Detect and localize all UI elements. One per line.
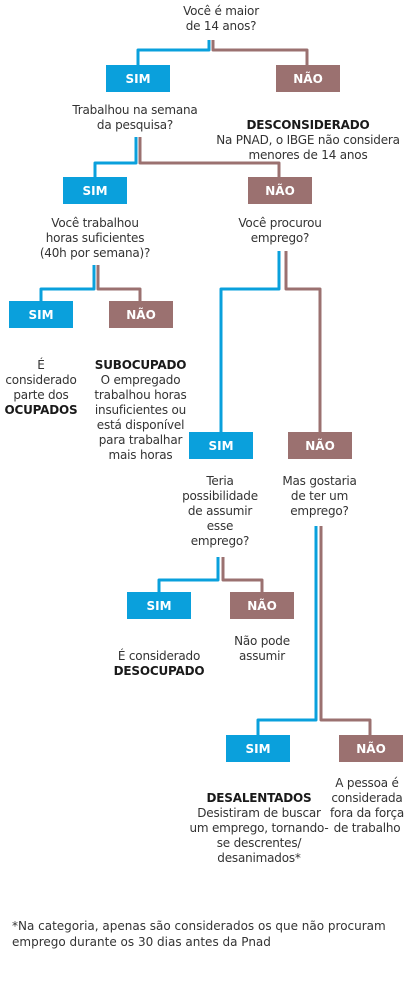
answer-sim-horas: SIM bbox=[9, 301, 73, 328]
outcome-desocupado-text: É considerado bbox=[117, 649, 201, 663]
outcome-fora-forca-trabalho: A pessoa é considerada fora da força de … bbox=[329, 776, 404, 835]
question-possibilidade: Teria possibilidade de assumir esse empr… bbox=[182, 474, 258, 548]
outcome-ocupados-title: OCUPADOS bbox=[4, 403, 78, 417]
outcome-desconsiderado-text: Na PNAD, o IBGE não considera menores de… bbox=[216, 133, 400, 162]
answer-sim-trabalhou: SIM bbox=[63, 177, 127, 204]
answer-sim-procurou: SIM bbox=[189, 432, 253, 459]
answer-sim-possibilidade: SIM bbox=[127, 592, 191, 619]
question-gostaria-emprego: Mas gostaria de ter um emprego? bbox=[282, 474, 357, 518]
outcome-desalentados-title: DESALENTADOS bbox=[206, 791, 312, 805]
answer-sim-gostaria: SIM bbox=[226, 735, 290, 762]
connector-q1-sim bbox=[136, 40, 211, 66]
connector-q3-nao bbox=[96, 265, 142, 302]
connector-q4-sim bbox=[219, 251, 281, 433]
connector-q5-nao bbox=[221, 557, 264, 593]
outcome-ocupados-text: É considerado parte dos bbox=[5, 358, 77, 402]
footnote: *Na categoria, apenas são considerados o… bbox=[12, 919, 386, 949]
question-trabalhou: Trabalhou na semana da pesquisa? bbox=[72, 103, 198, 132]
connector-q3-sim bbox=[39, 265, 96, 302]
question-procurou-emprego: Você procurou emprego? bbox=[238, 216, 322, 245]
answer-nao-maior-14: NÃO bbox=[276, 65, 340, 92]
outcome-nao-pode-assumir: Não pode assumir bbox=[234, 634, 290, 663]
question-maior-14: Você é maior de 14 anos? bbox=[183, 4, 259, 33]
answer-nao-trabalhou: NÃO bbox=[248, 177, 312, 204]
outcome-desalentados-text: Desistiram de buscar um emprego, tornand… bbox=[189, 806, 329, 865]
connector-q5-sim bbox=[157, 557, 220, 593]
outcome-subocupado-text: O empregado trabalhou horas insuficiente… bbox=[94, 373, 187, 462]
outcome-desconsiderado-title: DESCONSIDERADO bbox=[246, 118, 370, 132]
connector-q6-sim bbox=[256, 526, 318, 736]
answer-sim-maior-14: SIM bbox=[106, 65, 170, 92]
connector-q6-nao bbox=[319, 526, 372, 736]
outcome-desocupado-title: DESOCUPADO bbox=[113, 664, 205, 678]
answer-nao-possibilidade: NÃO bbox=[230, 592, 294, 619]
connector-q2-sim bbox=[93, 137, 138, 178]
question-horas-suficientes: Você trabalhou horas suficientes (40h po… bbox=[39, 216, 151, 260]
connector-q2-nao bbox=[138, 137, 281, 178]
outcome-subocupado-title: SUBOCUPADO bbox=[94, 358, 187, 372]
connector-q1-nao bbox=[211, 40, 309, 66]
answer-nao-horas: NÃO bbox=[109, 301, 173, 328]
answer-nao-procurou: NÃO bbox=[288, 432, 352, 459]
answer-nao-gostaria: NÃO bbox=[339, 735, 403, 762]
connector-q4-nao bbox=[284, 251, 322, 433]
